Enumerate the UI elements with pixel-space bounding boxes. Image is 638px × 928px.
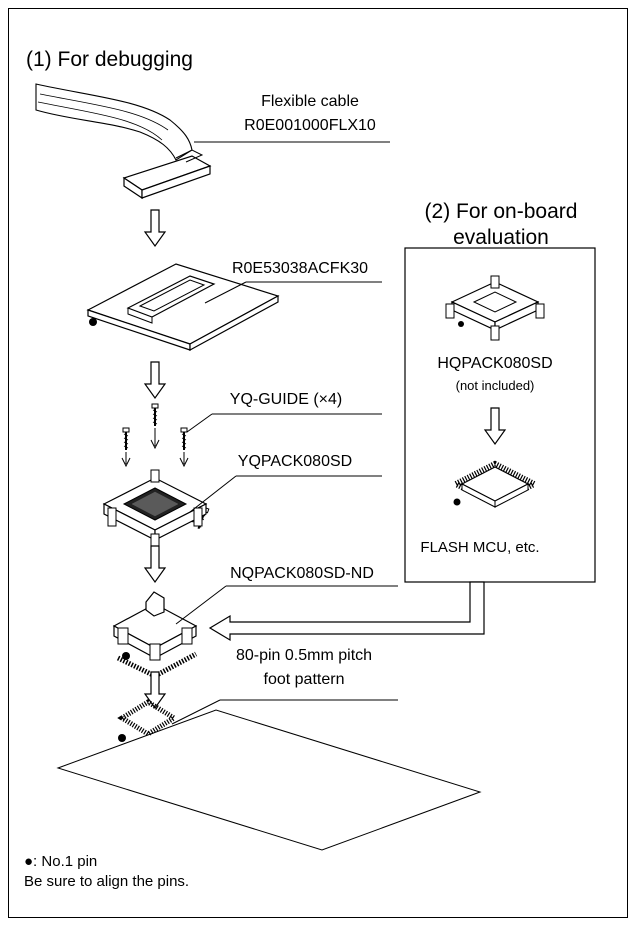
down-arrow-icon <box>144 361 166 399</box>
foot-pattern-icon <box>56 699 482 851</box>
diagram-frame <box>8 8 628 918</box>
foot-pattern-label-line2: foot pattern <box>264 671 345 688</box>
board-icon <box>86 263 280 352</box>
ribbon-cable-icon <box>35 83 212 200</box>
foot-pattern-label-line1: 80-pin 0.5mm pitch <box>236 647 372 664</box>
down-arrow-icon <box>121 452 131 468</box>
hqpack-note: (not included) <box>456 378 535 393</box>
flex-cable-label-line2: R0E001000FLX10 <box>244 117 376 134</box>
down-arrow-icon <box>150 428 160 450</box>
note-align: Be sure to align the pins. <box>24 873 189 890</box>
nqpack-label: NQPACK080SD-ND <box>230 565 374 582</box>
section-debug-title: (1) For debugging <box>26 48 193 71</box>
hqpack-socket-icon <box>445 275 545 341</box>
nqpack-socket-icon <box>112 591 198 679</box>
down-arrow-icon <box>484 407 506 445</box>
onboard-box <box>404 247 596 583</box>
flash-mcu-label: FLASH MCU, etc. <box>420 539 539 556</box>
down-arrow-icon <box>144 545 166 583</box>
board-leader-diag <box>204 281 247 304</box>
yqpack-socket-icon <box>102 469 208 549</box>
down-arrow-icon <box>144 209 166 247</box>
route-arrow-icon <box>208 581 485 642</box>
mcu-chip-icon <box>449 460 541 508</box>
hqpack-label: HQPACK080SD <box>437 355 552 372</box>
guide-label: YQ-GUIDE (×4) <box>230 391 342 408</box>
section-onboard-title-line1: (2) For on-board <box>425 200 578 223</box>
note-pin1: ●: No.1 pin <box>24 853 97 870</box>
flex-cable-label-line1: Flexible cable <box>261 93 359 110</box>
guide-leader-diag <box>186 413 213 433</box>
yqpack-leader-diag <box>189 475 237 513</box>
section-onboard-title-line2: evaluation <box>453 226 549 249</box>
nqpack-leader-diag <box>175 585 227 625</box>
foot-leader-diag <box>171 699 221 725</box>
down-arrow-icon <box>179 452 189 468</box>
board-label: R0E53038ACFK30 <box>232 260 368 277</box>
yqpack-label: YQPACK080SD <box>238 453 352 470</box>
